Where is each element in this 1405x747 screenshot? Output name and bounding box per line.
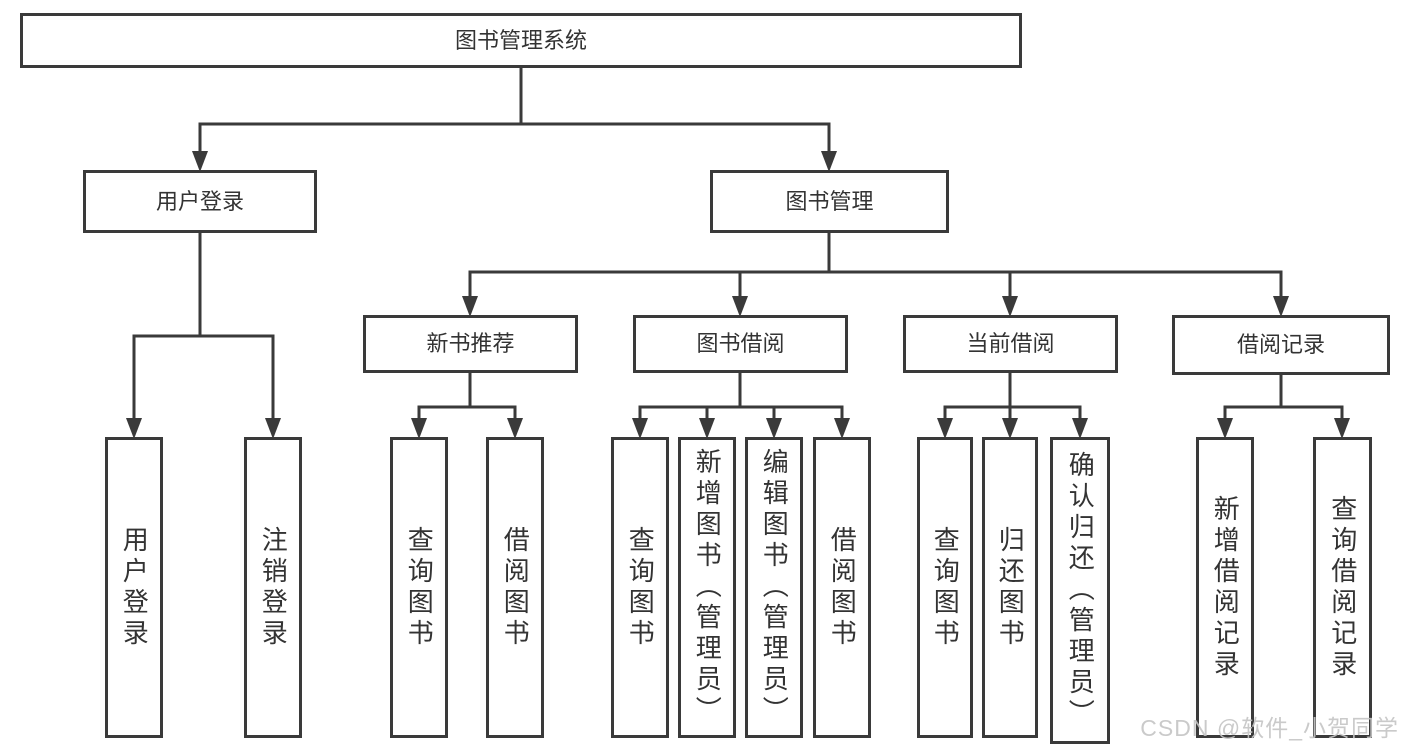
node-new-book-recommend-label: 新书推荐 — [426, 331, 515, 356]
node-book-borrow: 图书借阅 — [633, 315, 848, 373]
leaf-query-books-recommend: 查询图书 — [390, 437, 448, 738]
node-book-management-label: 图书管理 — [785, 188, 874, 214]
leaf-confirm-return-admin: 确认归还（管理员） — [1050, 437, 1110, 744]
leaf-return-books: 归还图书 — [982, 437, 1038, 738]
node-current-borrow-label: 当前借阅 — [966, 331, 1055, 356]
leaf-borrow-books: 借阅图书 — [813, 437, 871, 738]
node-root-label: 图书管理系统 — [454, 27, 587, 53]
node-user-login-label: 用户登录 — [155, 188, 244, 214]
node-root-system: 图书管理系统 — [20, 13, 1022, 68]
leaf-add-borrow-record: 新增借阅记录 — [1196, 437, 1254, 738]
node-user-login: 用户登录 — [83, 170, 317, 233]
node-new-book-recommend: 新书推荐 — [363, 315, 578, 373]
leaf-query-borrow-record: 查询借阅记录 — [1313, 437, 1372, 738]
node-current-borrow: 当前借阅 — [903, 315, 1118, 373]
node-borrow-records-label: 借阅记录 — [1236, 332, 1325, 357]
leaf-logout: 注销登录 — [244, 437, 302, 738]
leaf-add-books-admin: 新增图书（管理员） — [678, 437, 736, 738]
leaf-query-books-borrow: 查询图书 — [611, 437, 669, 738]
csdn-watermark: CSDN @软件_小贺同学 — [1140, 715, 1399, 741]
leaf-edit-books-admin: 编辑图书（管理员） — [745, 437, 803, 738]
node-borrow-records: 借阅记录 — [1172, 315, 1390, 375]
node-book-management: 图书管理 — [710, 170, 949, 233]
leaf-borrow-books-recommend: 借阅图书 — [486, 437, 544, 738]
leaf-query-books-current: 查询图书 — [917, 437, 973, 738]
node-book-borrow-label: 图书借阅 — [696, 331, 785, 356]
leaf-user-login: 用户登录 — [105, 437, 163, 738]
